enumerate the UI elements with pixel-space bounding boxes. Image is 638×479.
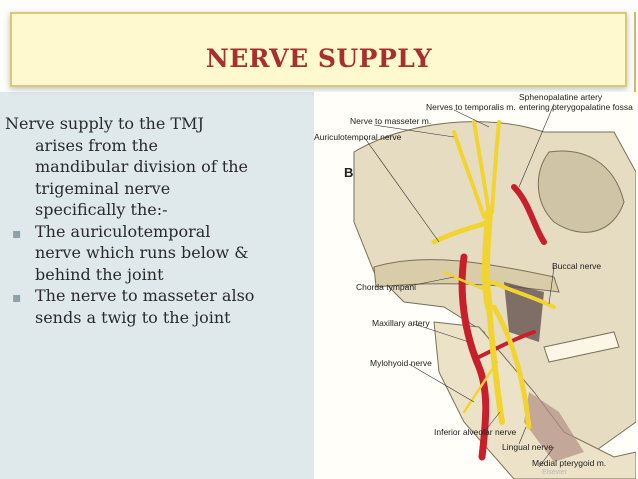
intro-line: mandibular division of the [35,157,249,176]
leader-line [548,266,555,305]
leader-line [413,323,470,343]
body-text: Nerve supply to the TMJ arises from the … [5,113,305,328]
label-mylohyoid: Mylohyoid nerve [370,358,432,368]
leader-line [483,411,501,433]
bullet-line: nerve which runs below & [35,243,249,262]
intro-line: arises from the [35,135,158,155]
bullet-item: ▪ The nerve to masseter also sends a twi… [5,285,305,328]
slide-title: NERVE SUPPLY [205,44,433,73]
chorda-tympani [442,270,492,294]
teeth-row [543,331,620,363]
label-masseter: Nerve to masseter m. [350,116,432,126]
bullet-line: The auriculotemporal [35,221,211,241]
anatomy-illustration: B Sphenopalatine artery entering pterygo… [314,92,636,479]
anatomy-drawing [353,103,636,479]
bullet-line: sends a twig to the joint [35,307,231,327]
bullet-item: ▪ The auriculotemporal nerve which runs … [5,221,305,286]
mylohyoid-nerve [462,360,499,414]
leader-line [408,363,475,403]
bullet-line: behind the joint [35,264,164,284]
sphenopalatine-artery [511,184,547,245]
label-inferior-alveolar: Inferior alveolar nerve [434,427,517,437]
masseter-nerve [452,130,486,219]
intro-line: Nerve supply to the TMJ [5,114,204,133]
panel-letter: B [344,165,354,180]
leader-line [518,426,527,445]
text-panel-background [0,92,318,479]
leader-line [518,103,555,188]
label-auriculotemporal: Auriculotemporal nerve [314,132,402,142]
inferior-alveolar-nerve [486,304,505,425]
lingual-nerve [491,304,532,430]
maxillary-artery [458,253,490,461]
label-chorda: Chorda tympani [356,282,417,292]
label-buccal: Buccal nerve [552,261,602,271]
buccal-nerve [490,280,556,309]
leader-line [363,136,440,243]
leader-line [403,276,455,288]
title-banner [10,12,627,87]
label-temporalis: Nerves to temporalis m. [426,102,516,112]
label-sphenopalatine: Sphenopalatine artery [519,92,603,102]
label-maxillary: Maxillary artery [372,318,430,328]
label-lingual: Lingual nerve [502,442,554,452]
temporalis-nerve [472,120,491,214]
temporalis-nerve [490,120,501,214]
medial-pterygoid-muscle [524,392,584,462]
leader-line [453,109,490,128]
mandibular-nerve-trunk [481,208,493,311]
bullet-icon: ▪ [12,225,22,242]
watermark: Elsevier [542,469,567,476]
intro-line: specifically the:- [35,200,168,219]
label-medial-pterygoid: Medial pterygoid m. [532,458,607,468]
label-pterygopalatine: entering pterygopalatine fossa [519,102,633,112]
bullet-line: The nerve to masseter also [35,286,255,305]
leader-line [538,446,555,468]
intro-line: trigeminal nerve [35,178,171,198]
leader-line [373,124,455,138]
bullet-icon: ▪ [12,290,22,306]
orbit-cavity [537,150,625,233]
